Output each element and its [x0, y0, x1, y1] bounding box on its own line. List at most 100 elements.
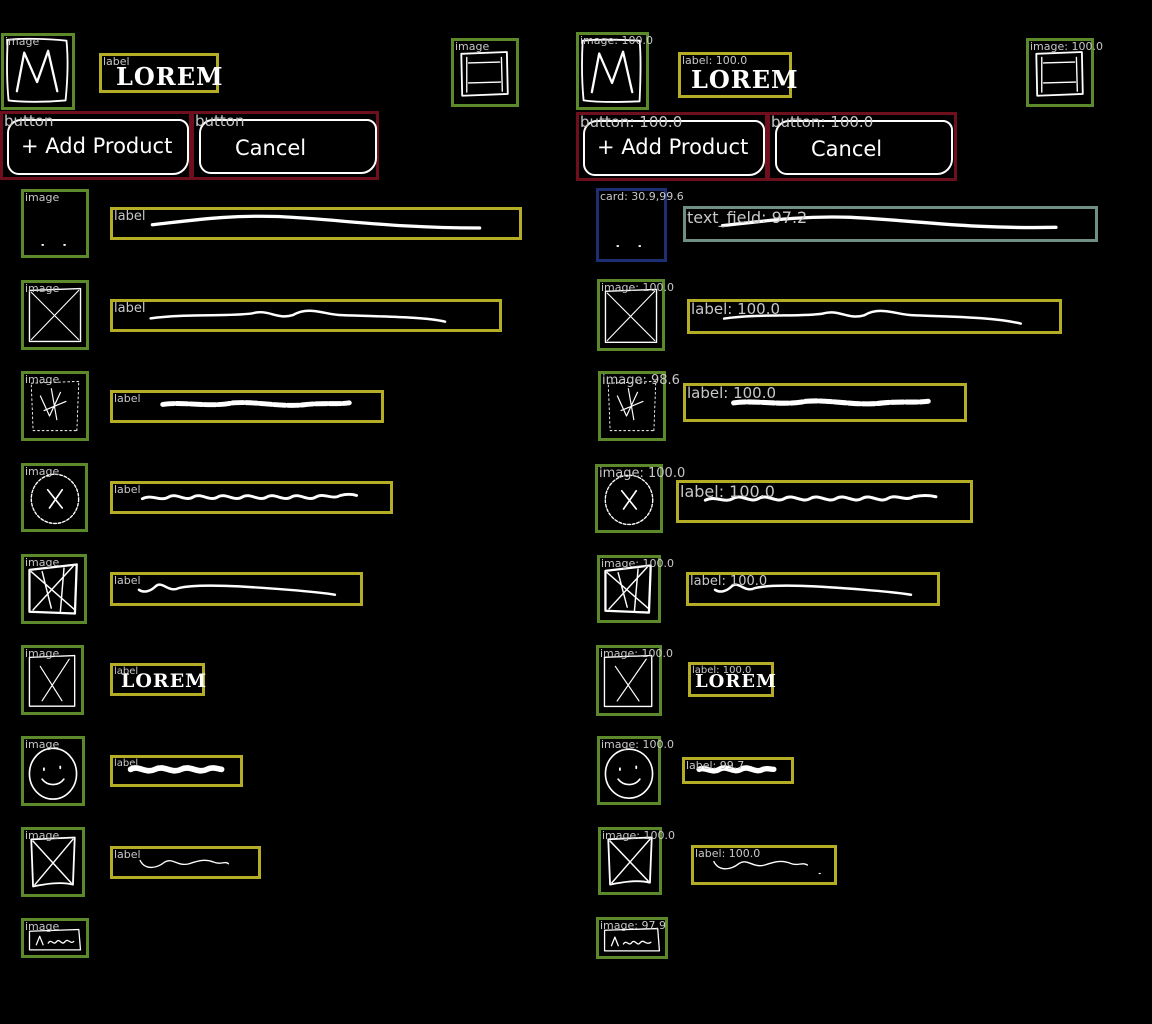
footer-image-box: image	[21, 918, 89, 958]
cancel-button-label: Cancel	[811, 137, 883, 161]
button-outline	[7, 119, 189, 175]
row-7-label-scribble	[127, 765, 225, 774]
box-type-tag: image: 100.0	[580, 34, 653, 47]
row-6-label-box: LOREM label: 100.0	[688, 662, 777, 697]
row-7-label-box: label	[110, 755, 243, 787]
placeholder-x-icon	[607, 836, 653, 886]
row-3-image-box: image: 98.6	[598, 371, 680, 441]
row-3-label-scribble	[160, 400, 352, 408]
smiley-icon	[28, 747, 78, 800]
cancel-button[interactable]: Cancel button	[191, 111, 379, 180]
box-type-tag: card: 30.9,99.6	[600, 190, 684, 203]
box-type-tag: button	[4, 112, 54, 130]
box-type-tag: image	[25, 282, 60, 295]
row-3-label-box: label	[110, 390, 384, 423]
scribble-icon	[607, 380, 657, 432]
row-1-field-scribble	[720, 215, 1058, 230]
placeholder-x-icon	[28, 654, 76, 707]
box-type-tag: label: 100.0	[687, 384, 777, 402]
box-type-tag: image	[25, 465, 60, 478]
placeholder-x-icon	[28, 563, 78, 615]
row-4-label-box: label	[110, 481, 393, 514]
row-1-label-box: label	[110, 207, 522, 240]
box-type-tag: image: 98.6	[602, 373, 680, 388]
box-type-tag: label: 100.0	[692, 665, 752, 676]
box-type-tag: image: 100.0	[601, 738, 674, 751]
row-8-image-box: image	[21, 827, 85, 897]
box-type-tag: image	[25, 647, 60, 660]
row-7-image-box: image: 100.0	[597, 736, 674, 805]
row-4-image-box: image	[21, 463, 88, 532]
box-type-tag: label: 99.7	[686, 759, 745, 772]
box-type-tag: image	[455, 40, 490, 53]
header-title-text: LOREM	[116, 62, 224, 91]
row-1-image-box: image	[21, 189, 89, 258]
row-8-label-scribble	[713, 860, 821, 875]
row-7-image-box: image	[21, 736, 85, 806]
header-corner-box: image: 100.0	[1026, 38, 1103, 107]
row-8-label-box: label: 100.0	[691, 845, 837, 885]
scribble-icon	[30, 380, 80, 432]
box-type-tag: label	[103, 55, 130, 68]
row-2-label-scribble	[722, 309, 1022, 325]
cancel-button[interactable]: Cancel button: 100.0	[767, 112, 957, 181]
button-outline	[775, 120, 953, 175]
box-type-tag: label: 100.0	[682, 54, 748, 67]
left-annotation-panel: image LOREM label image + Add Product bu…	[0, 33, 522, 958]
header-title-box: LOREM label	[99, 53, 223, 93]
box-type-tag: text_field: 97.2	[687, 208, 808, 227]
cancel-button-label: Cancel	[235, 136, 307, 160]
blank-image-icon	[616, 245, 642, 247]
add-product-button-label: + Add Product	[21, 134, 173, 158]
box-type-tag: label: 100.0	[691, 300, 781, 318]
footer-image-box: image: 97.9	[596, 917, 668, 959]
box-type-tag: image: 100.0	[599, 466, 686, 481]
box-type-tag: image: 100.0	[602, 829, 675, 842]
box-type-tag: image: 100.0	[1030, 40, 1103, 53]
box-type-tag: label	[114, 758, 139, 769]
row-8-image-box: image: 100.0	[598, 827, 675, 895]
circle-x-icon	[30, 473, 80, 525]
box-type-tag: button	[195, 112, 245, 130]
row-6-label-text: LOREM	[121, 670, 208, 692]
box-type-tag: label	[114, 574, 141, 587]
box-type-tag: label	[114, 209, 146, 224]
box-type-tag: label	[114, 392, 141, 405]
header-logo-box: image	[1, 33, 75, 110]
box-type-tag: image: 97.9	[600, 919, 666, 932]
blank-image-icon	[41, 244, 66, 246]
box-type-tag: image	[25, 556, 60, 569]
row-8-label-box: label	[110, 846, 261, 879]
row-4-image-box: image: 100.0	[595, 464, 685, 533]
add-product-button[interactable]: + Add Product button: 100.0	[576, 112, 768, 181]
box-type-tag: image	[25, 920, 60, 933]
row-6-label-text: LOREM	[695, 671, 777, 692]
row-3-image-box: image	[21, 371, 89, 441]
box-type-tag: label: 100.0	[695, 847, 761, 860]
box-type-tag: image	[5, 35, 40, 48]
box-type-tag: image: 100.0	[600, 647, 673, 660]
placeholder-x-icon	[603, 654, 653, 708]
row-3-label-scribble	[731, 398, 931, 407]
box-type-tag: label	[114, 666, 139, 677]
header-logo-box: image: 100.0	[576, 32, 653, 110]
box-type-tag: image	[25, 191, 60, 204]
add-product-button[interactable]: + Add Product button	[0, 111, 192, 180]
box-type-tag: label	[114, 301, 146, 316]
row-7-label-scribble	[696, 765, 777, 774]
row-6-image-box: image: 100.0	[596, 645, 673, 716]
m-logo-icon	[6, 37, 69, 103]
right-prediction-panel: image: 100.0 LOREM label: 100.0 image: 1…	[576, 0, 1152, 1024]
box-type-tag: image	[25, 373, 60, 386]
box-type-tag: label: 100.0	[680, 482, 775, 501]
row-8-label-scribble	[139, 859, 230, 869]
row-4-label-scribble	[703, 493, 938, 502]
box-type-tag: button: 100.0	[771, 113, 874, 131]
row-1-label-scribble	[150, 214, 482, 230]
row-6-label-box: LOREM label	[110, 663, 208, 696]
frame-icon	[460, 51, 509, 97]
row-1-text-field-box: text_field: 97.2	[683, 206, 1098, 242]
row-4-label-scribble	[140, 492, 359, 501]
wave-image-icon	[28, 928, 82, 951]
row-7-label-box: label: 99.7	[682, 757, 794, 784]
